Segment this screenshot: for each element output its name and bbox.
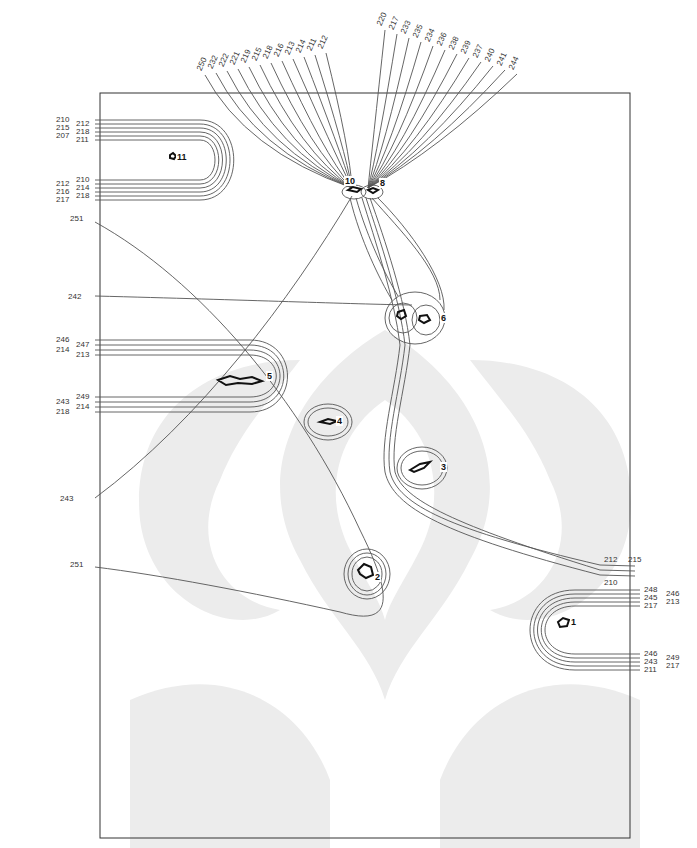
track-number: 251 [70,560,83,569]
track-number: 213 [666,597,679,606]
track-number: 217 [666,661,679,670]
object-number: 8 [379,178,386,188]
track-number: 239 [459,39,473,55]
track-number: 211 [644,665,657,674]
track-number: 217 [644,601,657,610]
track-number: 214 [56,345,69,354]
track-number: 249 [666,653,679,662]
track-number: 251 [70,214,83,223]
track-number: 218 [76,127,89,136]
track-number: 210 [56,115,69,124]
track-number: 240 [483,47,497,63]
track-number: 217 [56,195,69,204]
track-number: 241 [495,51,509,67]
track-number: 212 [604,555,617,564]
track-number: 235 [411,23,425,39]
track-number: 246 [644,649,657,658]
track-number: 248 [644,585,657,594]
object-number: 5 [266,371,273,381]
object-number: 4 [336,416,343,426]
object-number: 2 [374,572,381,582]
track-number: 212 [316,34,330,50]
track-number: 217 [387,15,401,31]
track-number: 249 [76,392,89,401]
track-number: 246 [666,589,679,598]
track-number: 242 [68,292,81,301]
track-number: 234 [423,27,437,43]
track-number: 216 [56,187,69,196]
track-number: 220 [375,11,389,27]
object-number: 3 [440,462,447,472]
track-number: 246 [56,335,69,344]
track-number: 218 [76,191,89,200]
track-number: 212 [76,119,89,128]
track-number: 214 [76,402,89,411]
object-number: 1 [570,617,577,627]
track-number: 247 [76,340,89,349]
track-number: 243 [644,657,657,666]
track-number: 211 [76,135,89,144]
track-number: 233 [399,19,413,35]
track-number: 210 [76,175,89,184]
track-number: 212 [56,179,69,188]
track-number: 210 [604,578,617,587]
track-number: 238 [447,35,461,51]
track-number: 237 [471,43,485,59]
track-number: 215 [628,555,641,564]
object-number: 10 [344,176,356,186]
track-number: 215 [56,123,69,132]
track-number: 245 [644,593,657,602]
track-number: 207 [56,131,69,140]
object-number: 6 [440,313,447,323]
track-number: 236 [435,31,449,47]
object-number: 11 [176,152,188,162]
track-number: 213 [76,350,89,359]
track-number: 244 [507,55,521,71]
track-number: 218 [56,407,69,416]
track-number: 243 [60,494,73,503]
track-number: 243 [56,397,69,406]
track-number: 214 [76,183,89,192]
